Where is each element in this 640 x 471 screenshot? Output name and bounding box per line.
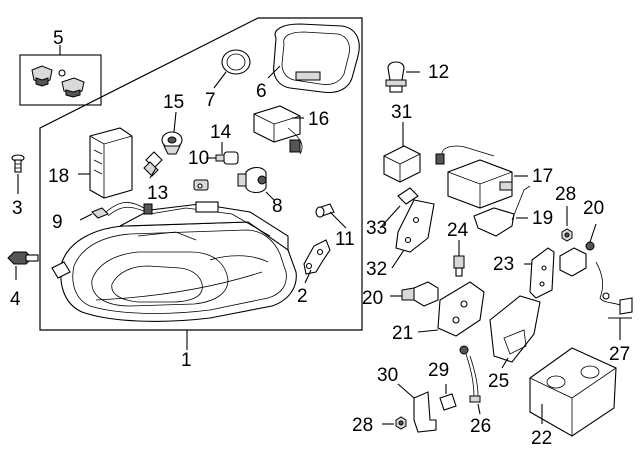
part-8-bulb-socket: [237, 166, 275, 201]
callout-18: 18: [48, 166, 69, 187]
callout-21: 21: [392, 323, 413, 344]
part-29-clip: [439, 384, 457, 411]
part-13-lamp: [143, 151, 163, 179]
part-23-bracket: [524, 247, 555, 299]
part-10-bulb: [206, 151, 239, 165]
part-28b-nut: [382, 416, 407, 430]
callout-4: 4: [10, 289, 21, 310]
part-17-control-module: [435, 145, 528, 209]
part-3-screw: [11, 154, 25, 194]
callout-23: 23: [493, 254, 514, 275]
callout-22: 22: [531, 428, 552, 449]
callout-labels: 1 2 3 4 5 6 7 8 9 10 11 12 13 14 15 16 1…: [10, 28, 630, 449]
callout-29: 29: [428, 360, 449, 381]
callout-3: 3: [12, 198, 23, 219]
part-20a-sensor: [390, 281, 439, 307]
part-14-lamp-holder: [193, 142, 223, 191]
callout-20a: 20: [362, 288, 383, 309]
part-24-switch: [453, 240, 465, 277]
callout-1: 1: [181, 350, 192, 371]
callout-17: 17: [532, 166, 553, 187]
part-20b-sensor: [559, 223, 597, 277]
callout-33: 33: [366, 218, 387, 239]
part-19-bracket: [473, 185, 531, 237]
callout-11: 11: [335, 229, 355, 250]
part-5-holder-kit: [19, 45, 102, 106]
callout-27: 27: [609, 344, 630, 365]
callout-2: 2: [297, 286, 308, 307]
part-4-bolt: [7, 251, 39, 280]
part-27-link-arm: [595, 261, 633, 340]
callout-12: 12: [428, 62, 449, 83]
callout-13: 13: [147, 183, 168, 204]
callout-31: 31: [391, 102, 412, 123]
part-32-bracket: [391, 199, 435, 269]
part-22-mount-base: [529, 347, 617, 437]
part-21-bracket: [417, 281, 485, 337]
callout-19: 19: [532, 208, 553, 229]
part-25-bracket-plate: [489, 295, 541, 369]
callout-16: 16: [308, 109, 329, 130]
part-11-bulb: [315, 203, 347, 229]
callout-25: 25: [488, 371, 509, 392]
part-6-housing-cover: [267, 23, 360, 94]
callout-24: 24: [447, 220, 469, 241]
part-16-ballast-module: [253, 105, 304, 155]
part-31-module: [383, 122, 421, 183]
part-15-bulb: [161, 111, 183, 155]
headlamp-assembly-frame: [39, 17, 363, 331]
part-26-sensor-rod: [459, 345, 481, 415]
callout-8: 8: [272, 196, 283, 217]
callout-9: 9: [52, 212, 63, 233]
callout-30: 30: [377, 365, 398, 386]
callout-32: 32: [366, 259, 387, 280]
callout-15: 15: [163, 92, 184, 113]
part-33-clip: [379, 187, 419, 229]
callout-20b: 20: [583, 198, 604, 219]
part-12-halogen-bulb: [385, 61, 420, 93]
callout-7: 7: [205, 90, 216, 111]
part-1-headlamp-housing: [51, 201, 297, 322]
part-7-seal-ring: [213, 49, 251, 89]
part-18-control-unit: [78, 127, 133, 199]
part-30-bracket: [397, 383, 437, 433]
part-2-bracket: [303, 239, 331, 284]
callout-14: 14: [210, 122, 232, 143]
callout-26: 26: [470, 416, 491, 437]
callout-28a: 28: [555, 184, 576, 205]
callout-5: 5: [53, 28, 64, 49]
callout-6: 6: [256, 81, 267, 102]
callout-10: 10: [188, 148, 209, 169]
part-9-wire-harness: [79, 202, 153, 221]
callout-28b: 28: [352, 415, 373, 436]
part-28a-nut: [561, 206, 573, 242]
